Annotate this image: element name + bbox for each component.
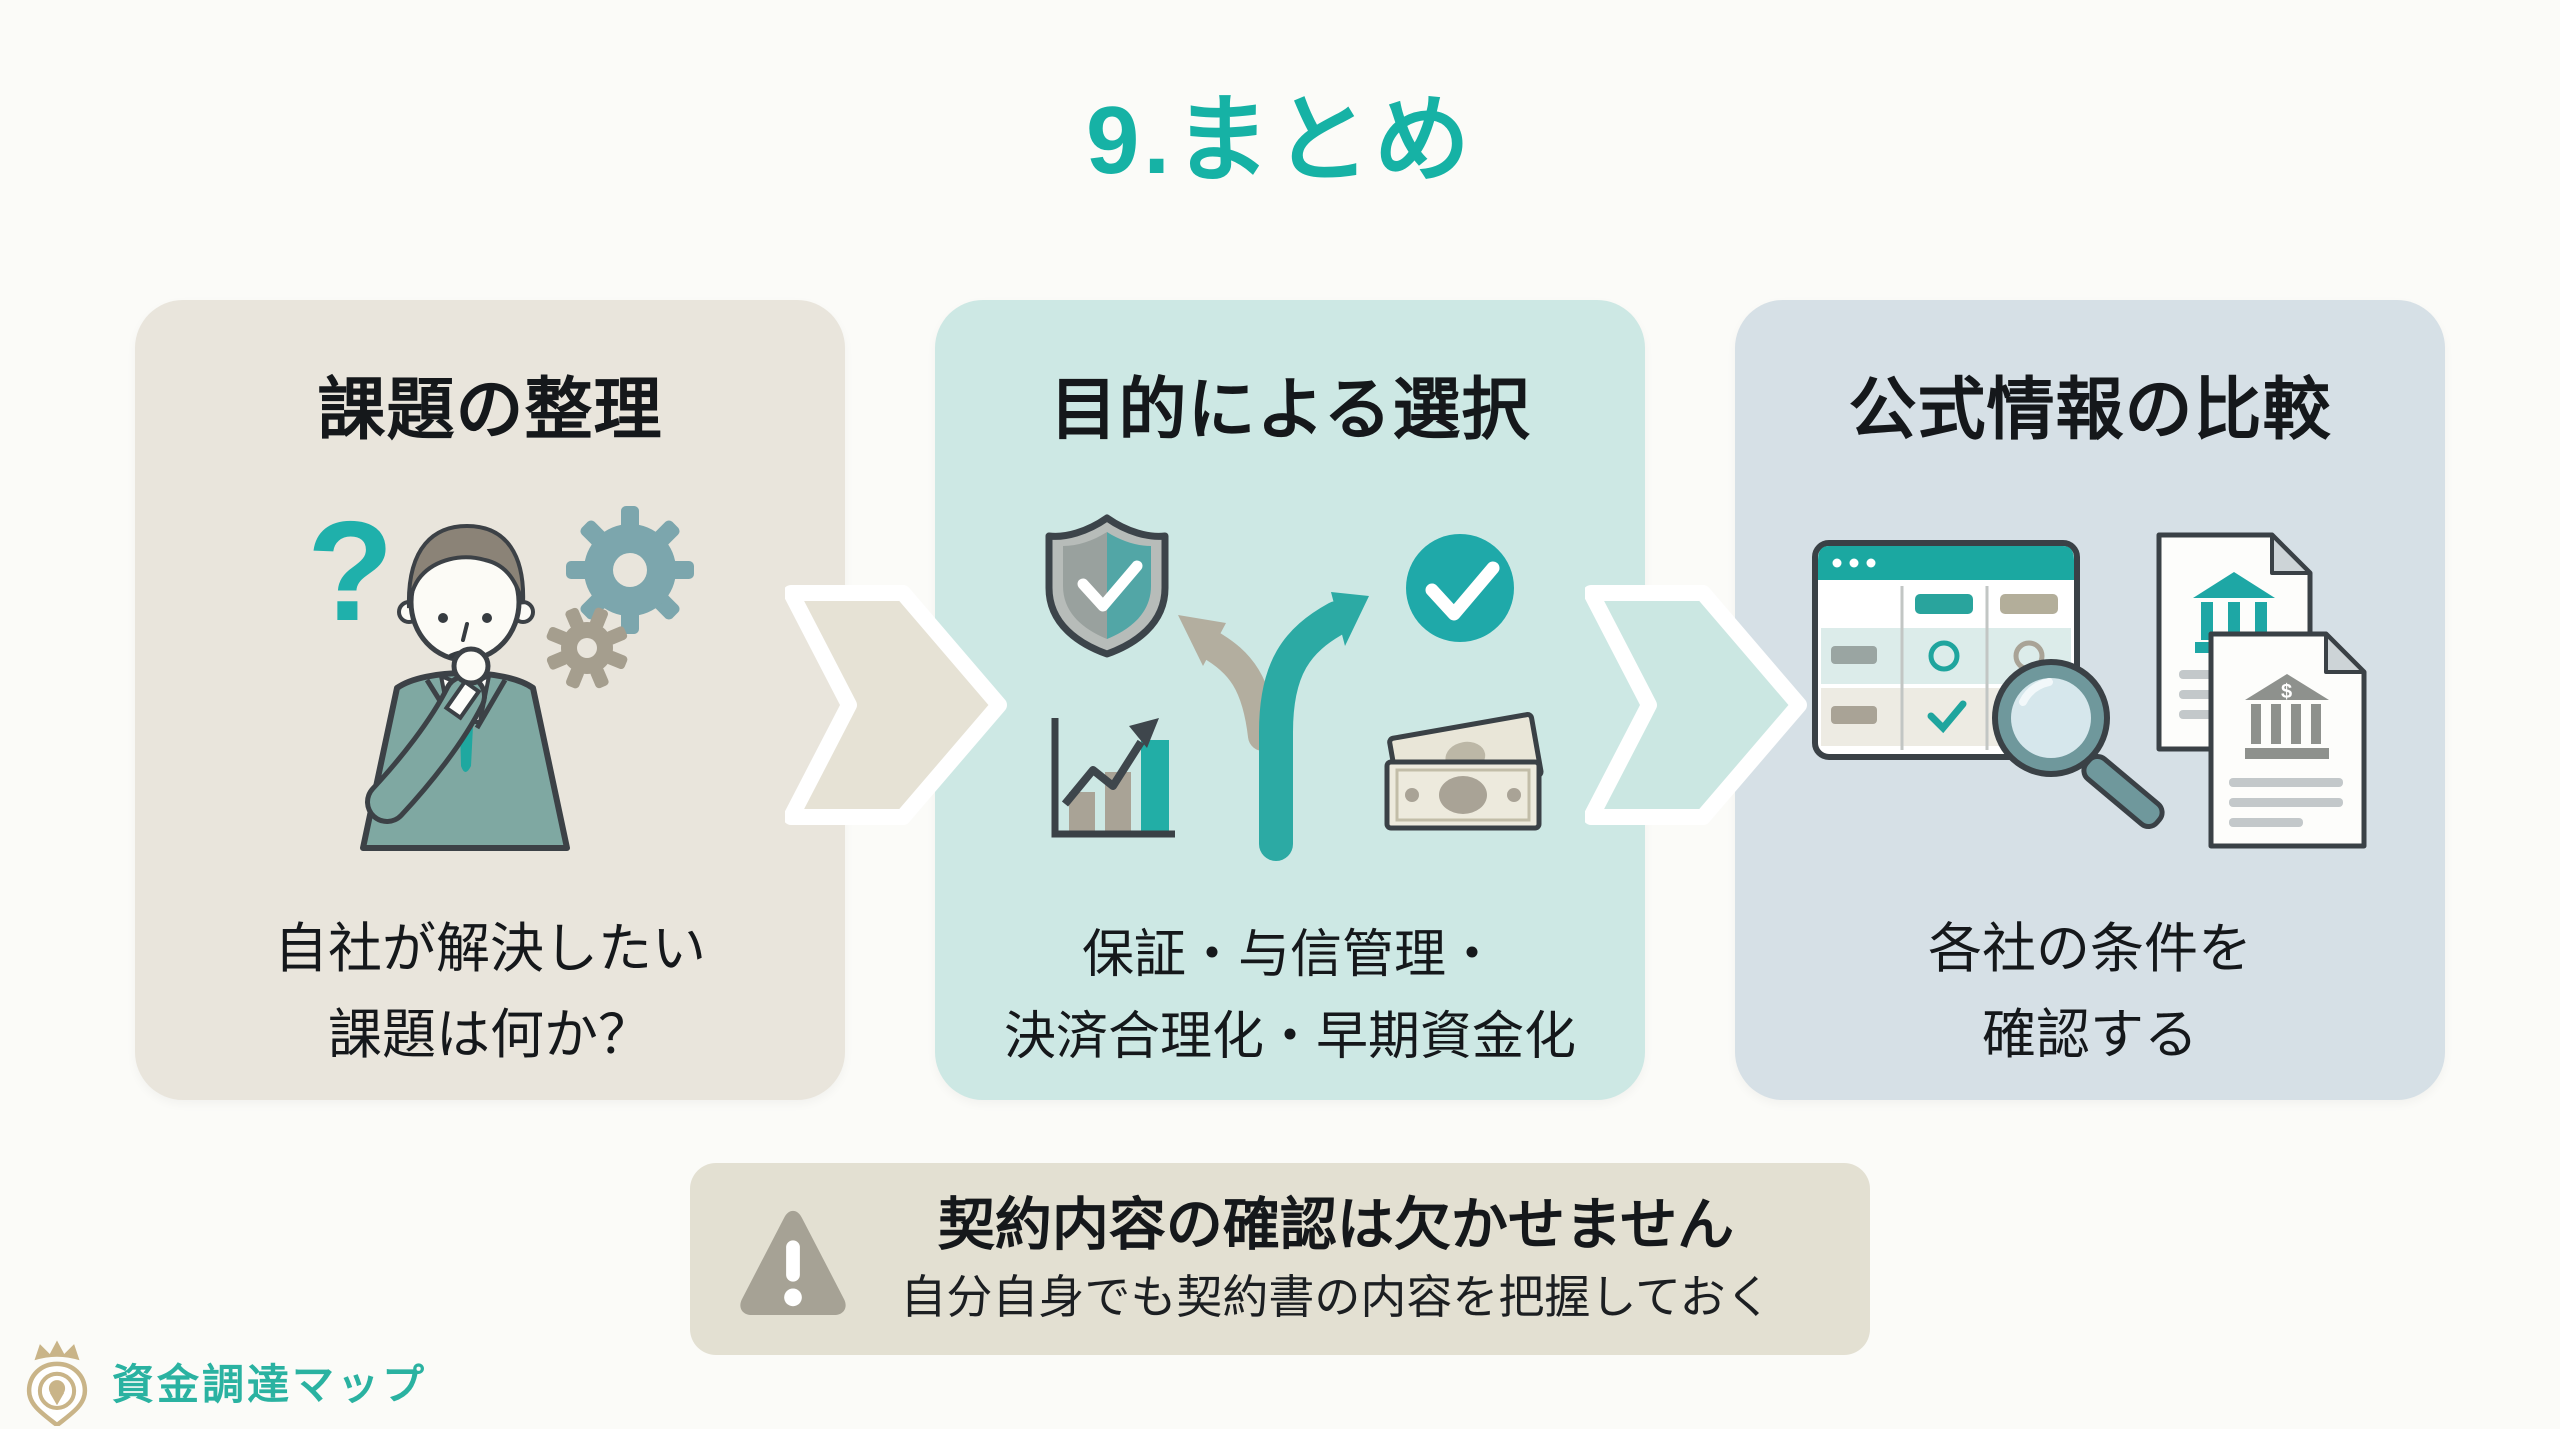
branching-arrows-icon [1178,592,1369,861]
flow-arrow-2 [1585,585,1807,825]
body-line: 課題は何か？ [328,1004,652,1065]
gear-small-icon [546,607,628,689]
body-line: 決済合理化・早期資金化 [1003,1007,1576,1066]
warning-triangle-icon [740,1210,846,1316]
flow-arrow-1 [785,585,1007,825]
card-official-info-comparison: 公式情報の比較 [1735,300,2445,1100]
body-line: 保証・与信管理・ [1081,925,1498,984]
warning-subtitle: 自分自身でも契約書の内容を把握しておく [900,1270,1772,1323]
body-line: 自社が解決したい [274,919,706,980]
thinking-person-illustration: ? [307,492,694,851]
brand-logo: 資金調達マップ [16,1336,427,1426]
warning-title: 契約内容の確認は欠かせません [937,1193,1735,1258]
card-body: 自社が解決したい 課題は何か？ [135,907,845,1078]
crown-map-pin-icon [26,1340,88,1426]
card-title: 課題の整理 [317,372,663,448]
gear-large-icon [566,506,694,634]
card-purpose-selection: 目的による選択 [935,300,1645,1100]
dollar-sign-glyph: $ [2281,681,2292,703]
comparison-illustration: $ [1812,532,2367,849]
question-mark-icon: ? [307,492,394,651]
shield-check-icon [1045,514,1169,658]
card-body: 各社の条件を 確認する [1735,907,2445,1078]
page-title: 9.まとめ [1085,87,1475,194]
check-circle-icon [1406,534,1514,642]
banknotes-icon [1384,712,1544,831]
magnifying-glass-icon [1992,659,2165,830]
brand-text: 資金調達マップ [112,1360,428,1408]
card-issue-sorting: 課題の整理 ? [135,300,845,1100]
thinking-person-icon [360,523,570,851]
body-line: 各社の条件を [1928,919,2252,980]
body-line: 確認する [1982,1004,2198,1065]
card-body: 保証・与信管理・ 決済合理化・早期資金化 [935,914,1645,1078]
purpose-selection-illustration [1045,514,1544,861]
bank-document-front-icon: $ [2208,631,2367,849]
growth-chart-icon [1051,718,1175,838]
card-title: 公式情報の比較 [1848,372,2332,448]
warning-texts: 契約内容の確認は欠かせません 自分自身でも契約書の内容を把握しておく [852,1190,1870,1327]
steps-row: 課題の整理 ? [135,300,2445,1100]
warning-note: 契約内容の確認は欠かせません 自分自身でも契約書の内容を把握しておく [690,1163,1870,1355]
card-title: 目的による選択 [1049,372,1531,448]
